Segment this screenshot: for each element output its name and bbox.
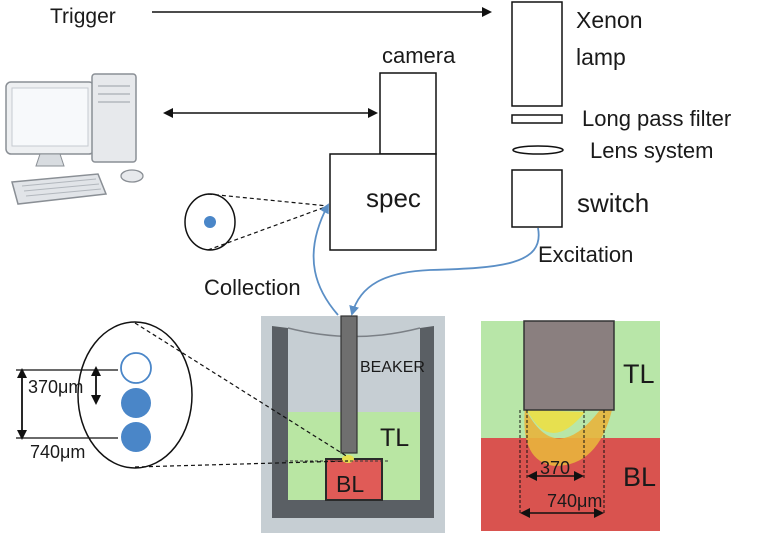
beaker-label: BEAKER <box>360 359 425 376</box>
bl-label: BL <box>336 471 364 497</box>
zoom-370-label: 370 <box>540 458 570 478</box>
camera-label: camera <box>382 43 456 68</box>
switch <box>511 169 563 228</box>
xenon-lamp-label-1: Xenon <box>576 7 643 33</box>
dim-740um-label: 740μm <box>30 442 85 462</box>
fiber-tip-magnified <box>16 321 349 469</box>
collection-label: Collection <box>204 275 301 300</box>
spectrometer <box>329 153 437 251</box>
xenon-lamp-label-2: lamp <box>576 44 626 70</box>
switch-label: switch <box>577 188 649 218</box>
lens-system <box>512 145 564 155</box>
beaker-setup <box>261 315 445 533</box>
spec-label: spec <box>366 183 421 213</box>
camera <box>379 72 437 155</box>
zoom-probe <box>523 320 615 411</box>
interface-zoom-panel <box>481 320 660 531</box>
lens-system-label: Lens system <box>590 138 714 163</box>
xenon-lamp <box>511 1 563 107</box>
zoom-bl-label: BL <box>623 462 656 492</box>
desktop-computer-icon <box>5 73 144 205</box>
zoom-tl-label: TL <box>623 359 655 389</box>
long-pass-filter-label: Long pass filter <box>582 106 731 131</box>
dim-370um-label: 370μm <box>28 377 83 397</box>
fiber-bundle-cross-section <box>184 193 329 251</box>
tl-label: TL <box>380 424 409 452</box>
collection-path <box>312 203 339 316</box>
zoom-740um-label: 740μm <box>547 491 602 511</box>
bottom-layer-block <box>325 458 383 501</box>
trigger-label: Trigger <box>50 5 116 28</box>
excitation-path <box>349 227 540 316</box>
probe <box>340 315 358 454</box>
excitation-label: Excitation <box>538 242 633 267</box>
long-pass-filter <box>511 114 563 124</box>
